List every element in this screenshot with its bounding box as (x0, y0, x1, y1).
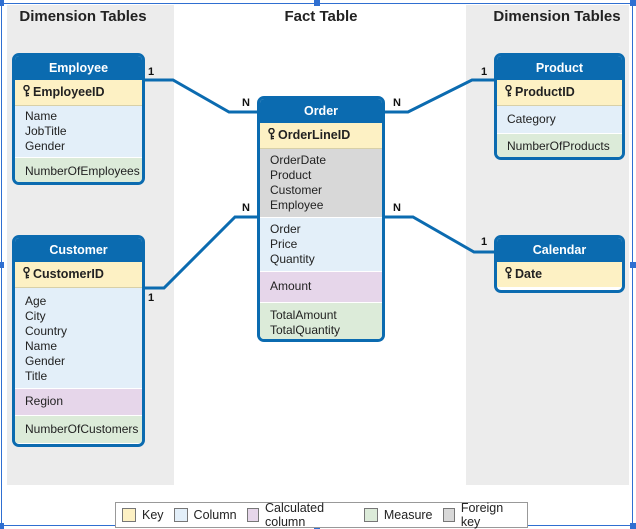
legend-item-calculated: Calculated column (246, 501, 354, 529)
foreign-key-field[interactable]: Employee (270, 198, 324, 212)
legend-swatch-measure (363, 508, 378, 522)
relationship-product-order (385, 78, 494, 114)
resize-handle-bottom-right[interactable] (630, 523, 636, 529)
columns-section: Name JobTitle Gender (15, 106, 142, 158)
table-customer[interactable]: Customer CustomerID Age City Country Nam… (12, 235, 145, 447)
legend-item-foreign-key: Foreign key (442, 501, 517, 529)
calculated-columns-section: Amount (260, 272, 382, 303)
key-field[interactable]: CustomerID (15, 262, 142, 288)
foreign-key-field[interactable]: Customer (270, 183, 323, 197)
column-field[interactable]: Age (25, 294, 47, 308)
cardinality-order-many-product: N (393, 97, 401, 109)
cardinality-calendar-one: 1 (481, 236, 488, 248)
key-icon (505, 267, 512, 279)
column-field[interactable]: Category (507, 112, 556, 126)
table-title: Employee (15, 56, 142, 80)
key-field[interactable]: ProductID (497, 80, 622, 106)
legend-label: Key (142, 508, 164, 522)
key-field-label: EmployeeID (33, 85, 105, 99)
calculated-columns-section: Region (15, 389, 142, 416)
calculated-column-field[interactable]: Amount (270, 279, 312, 293)
foreign-keys-section: OrderDate Product Customer Employee (260, 149, 382, 218)
cardinality-order-many-employee: N (242, 97, 250, 109)
table-employee[interactable]: Employee EmployeeID Name JobTitle Gender… (12, 53, 145, 185)
foreign-key-field[interactable]: OrderDate (270, 153, 327, 167)
table-calendar[interactable]: Calendar Date (494, 235, 625, 293)
key-field-label: ProductID (515, 85, 575, 99)
left-panel-heading: Dimension Tables (19, 8, 147, 25)
calculated-column-field[interactable]: Region (25, 394, 64, 408)
legend-swatch-key (122, 508, 136, 522)
legend-label: Foreign key (460, 501, 504, 529)
cardinality-order-many-customer: N (242, 202, 250, 214)
legend-swatch-foreign-key (442, 508, 455, 522)
measure-field[interactable]: NumberOfProducts (507, 139, 610, 153)
table-title: Customer (15, 238, 142, 262)
key-icon (505, 85, 512, 97)
legend-label: Measure (383, 508, 433, 522)
resize-handle-middle-left[interactable] (0, 262, 4, 268)
right-panel-heading: Dimension Tables (493, 8, 621, 25)
column-field[interactable]: Quantity (270, 252, 315, 266)
cardinality-order-many-calendar: N (393, 202, 401, 214)
table-product[interactable]: Product ProductID Category NumberOfProdu… (494, 53, 625, 160)
column-field[interactable]: Country (25, 324, 68, 338)
key-field-label: CustomerID (33, 267, 104, 281)
key-field-label: OrderLineID (278, 128, 351, 142)
key-field[interactable]: EmployeeID (15, 80, 142, 106)
column-field[interactable]: Name (25, 339, 58, 353)
measure-field[interactable]: TotalQuantity (270, 323, 341, 337)
measure-field[interactable]: TotalAmount (270, 308, 337, 322)
column-field[interactable]: Order (270, 222, 301, 236)
table-title: Order (260, 99, 382, 123)
key-field[interactable]: Date (497, 262, 622, 287)
measures-section: TotalAmount TotalQuantity (260, 303, 382, 339)
key-field[interactable]: OrderLineID (260, 123, 382, 149)
relationship-calendar-order (385, 215, 494, 254)
resize-handle-top-left[interactable] (0, 0, 4, 6)
legend: Key Column Calculated column Measure For… (115, 501, 528, 529)
column-field[interactable]: Gender (25, 354, 66, 368)
table-title: Product (497, 56, 622, 80)
resize-handle-top-right[interactable] (630, 0, 636, 6)
relationship-employee-order (145, 78, 257, 114)
measure-field[interactable]: NumberOfEmployees (25, 164, 140, 178)
column-field[interactable]: City (25, 309, 46, 323)
measures-section: NumberOfCustomers (15, 416, 142, 443)
legend-label: Calculated column (265, 501, 325, 529)
legend-label: Column (193, 508, 237, 522)
columns-section: Order Price Quantity (260, 218, 382, 272)
resize-handle-middle-right[interactable] (630, 262, 636, 268)
cardinality-customer-one: 1 (148, 292, 155, 304)
column-field[interactable]: Gender (25, 139, 66, 153)
center-heading: Fact Table (284, 8, 358, 25)
legend-item-measure: Measure (363, 508, 433, 522)
key-icon (23, 267, 30, 279)
table-order[interactable]: Order OrderLineID OrderDate Product Cust… (257, 96, 385, 342)
legend-swatch-calculated (246, 508, 259, 522)
measures-section: NumberOfProducts (497, 134, 622, 157)
key-field-label: Date (515, 267, 543, 281)
key-icon (268, 128, 275, 140)
measures-section: NumberOfEmployees (15, 158, 142, 182)
columns-section: Category (497, 106, 622, 134)
cardinality-product-one: 1 (481, 66, 488, 78)
foreign-key-field[interactable]: Product (270, 168, 312, 182)
key-icon (23, 85, 30, 97)
columns-section: Age City Country Name Gender Title (15, 288, 142, 389)
measure-field[interactable]: NumberOfCustomers (25, 422, 139, 436)
legend-item-key: Key (122, 508, 164, 522)
resize-handle-top-center[interactable] (314, 0, 320, 6)
column-field[interactable]: Name (25, 109, 58, 123)
legend-item-column: Column (173, 508, 237, 522)
column-field[interactable]: JobTitle (25, 124, 67, 138)
column-field[interactable]: Title (25, 369, 48, 383)
legend-swatch-column (173, 508, 188, 522)
column-field[interactable]: Price (270, 237, 298, 251)
cardinality-employee-one: 1 (148, 66, 155, 78)
table-title: Calendar (497, 238, 622, 262)
relationship-customer-order (145, 215, 257, 290)
resize-handle-bottom-left[interactable] (0, 523, 4, 529)
